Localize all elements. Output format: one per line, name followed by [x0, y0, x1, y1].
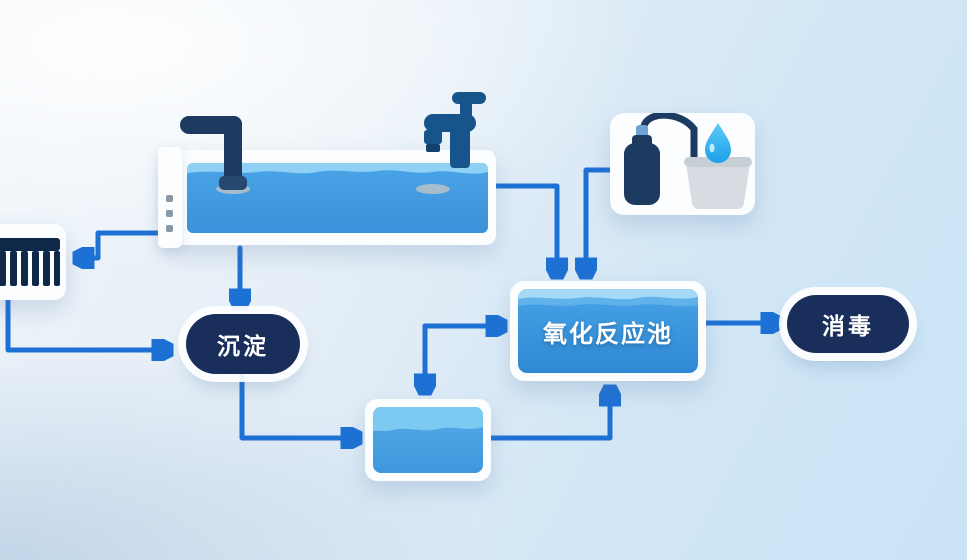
intake-screen-node [0, 224, 66, 300]
oxidation-pool-water [518, 289, 698, 373]
disinfection-node: 消毒 [787, 295, 909, 353]
oxidation-pool-label: 氧化反应池 [543, 320, 673, 348]
buffer-tank-node [365, 399, 491, 481]
inlet-pipe-icon [180, 116, 247, 190]
arrow-chemical-to-oxidation [586, 167, 613, 272]
arrow-screen-to-sedimentation [5, 297, 166, 350]
sedimentation-node: 沉淀 [186, 314, 300, 374]
water-drop-icon [705, 123, 731, 163]
grate-icon [0, 238, 60, 286]
disinfection-label: 消毒 [822, 313, 874, 339]
arrow-sedimentation-to-buffer-tank [239, 373, 355, 438]
faucet-icon [424, 92, 486, 168]
tank-level-gauge [158, 147, 182, 248]
buffer-tank-water [373, 407, 483, 473]
arrow-buffer-tank-to-oxidation [488, 392, 610, 441]
sedimentation-label: 沉淀 [217, 333, 269, 359]
arrow-tank-to-screen [80, 230, 166, 258]
arrow-tank-to-oxidation [492, 183, 557, 272]
chemical-dosing-node [610, 113, 755, 215]
chemical-dosing-illustration [624, 113, 752, 209]
bucket-icon [684, 157, 752, 209]
oxidation-pool-node: 氧化反应池 [510, 281, 706, 381]
dosing-pipe-icon [640, 113, 698, 161]
gas-cylinder-icon [624, 125, 660, 205]
